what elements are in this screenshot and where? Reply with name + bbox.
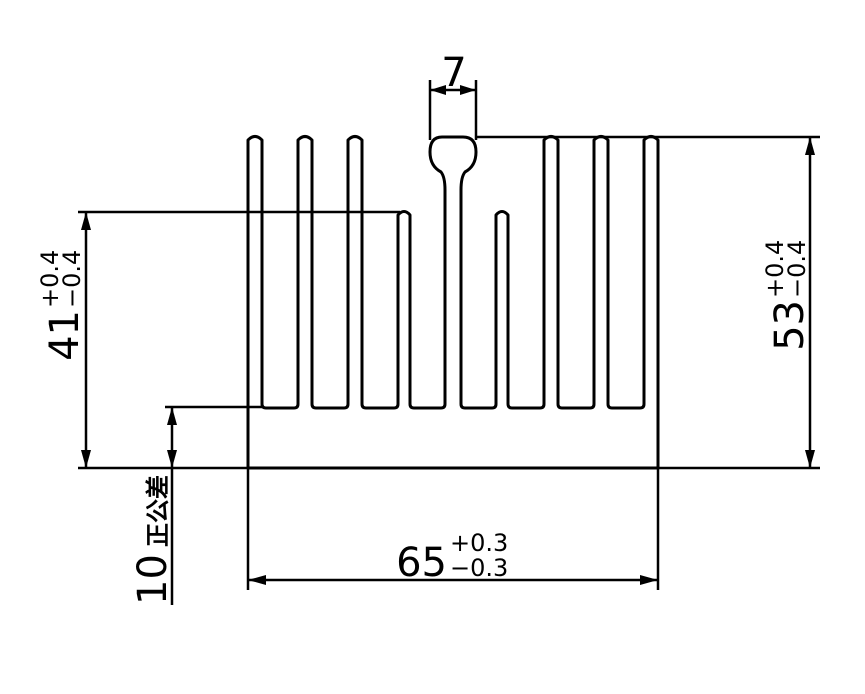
dim-height-short: 41 +0.4 −0.4 — [36, 210, 400, 470]
dim-width-value: 65 — [396, 540, 447, 586]
dim-width-tol-minus: −0.3 — [450, 554, 508, 582]
dim-height-total-value: 53 — [767, 300, 813, 351]
dim-height-short-tol-minus: −0.4 — [58, 250, 86, 308]
dim-fin-thickness: 7 — [428, 50, 478, 140]
dim-fin-thickness-value: 7 — [441, 50, 466, 96]
dim-height-total: 53 +0.4 −0.4 — [476, 135, 820, 470]
dim-height-short-tol-plus: +0.4 — [36, 250, 64, 308]
heatsink-profile — [246, 135, 660, 470]
dim-base-thickness-note: 正公差 — [144, 475, 172, 547]
dim-height-total-tol-minus: −0.4 — [783, 240, 811, 298]
dim-base-thickness: 10 正公差 — [130, 405, 262, 605]
dim-base-thickness-value: 10 — [130, 554, 176, 605]
dim-width-tol-plus: +0.3 — [450, 529, 508, 557]
dim-height-short-value: 41 — [42, 310, 88, 361]
dim-width: 65 +0.3 −0.3 — [246, 468, 660, 590]
dim-height-total-tol-plus: +0.4 — [761, 240, 789, 298]
